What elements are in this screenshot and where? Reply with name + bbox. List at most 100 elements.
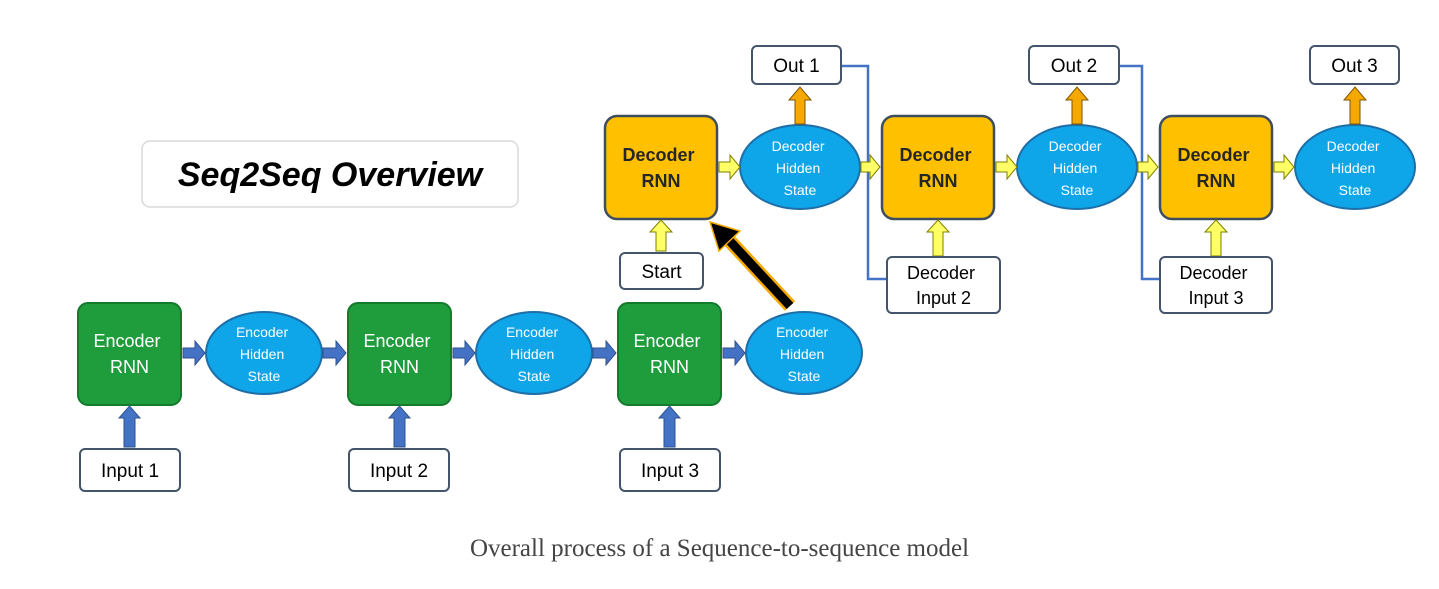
title-box — [141, 140, 519, 208]
output-box-3: Out 3 — [1309, 45, 1400, 85]
decoder-to-hidden-arrow — [1273, 153, 1295, 181]
start-up-arrow — [648, 219, 674, 252]
context-vector-arrow — [708, 220, 796, 311]
input-up-arrow — [387, 405, 412, 448]
encoder-hidden-state-2: Encoder Hidden State — [475, 311, 593, 395]
decoder-hidden-label: Decoder — [772, 138, 825, 154]
svg-text:Decoder RNN: Decoder RNN — [1177, 145, 1254, 191]
encoder-to-hidden-arrow — [182, 339, 206, 367]
encoder-rnn-label: Encoder — [363, 331, 430, 351]
hidden-to-decoder-arrow — [1137, 153, 1159, 181]
hidden-to-encoder-arrow — [592, 339, 617, 367]
decoder-input-arrows — [648, 219, 1229, 257]
encoder-rnn-2: Encoder RNN — [347, 302, 452, 406]
svg-text:Decoder Input 2: Decoder Input 2 — [907, 263, 980, 308]
decoder-input-label: Input 2 — [916, 288, 971, 308]
decoder-input-label: Input 3 — [1188, 288, 1243, 308]
diagram-title: Seq2Seq Overview — [178, 156, 485, 194]
svg-text:Encoder Hidden Sta: Encoder Hidden State — [506, 324, 562, 384]
decoder-rnn-label: RNN — [919, 171, 958, 191]
input-box-3: Input 3 — [619, 448, 721, 492]
output-up-arrow — [787, 86, 813, 125]
output-up-arrow — [1342, 86, 1368, 125]
input-up-arrow — [657, 405, 682, 448]
decoder-rnn-label: RNN — [642, 171, 681, 191]
input-label: Input 2 — [370, 461, 428, 482]
encoder-flow-arrows — [182, 339, 746, 367]
encoder-hidden-label: State — [248, 368, 281, 384]
decoder-input-box-2: Decoder Input 2 — [886, 256, 1001, 314]
decoder-input-label: Decoder — [1179, 263, 1247, 283]
output-arrows — [787, 86, 1368, 125]
input-box-2: Input 2 — [348, 448, 450, 492]
output-up-arrow — [1064, 86, 1090, 125]
svg-text:Decoder RNN: Decoder RNN — [899, 145, 976, 191]
start-label: Start — [641, 262, 682, 283]
svg-text:Encoder RNN: Encoder RNN — [363, 331, 435, 377]
output-box-1: Out 1 — [751, 45, 842, 85]
figure-caption: Overall process of a Sequence-to-sequenc… — [469, 535, 970, 562]
svg-text:Decoder Hidden Sta: Decoder Hidden State — [772, 138, 829, 198]
decoder-rnn-3: Decoder RNN — [1158, 114, 1274, 221]
decoder-hidden-label: State — [1061, 182, 1094, 198]
decoder-rnn-label: Decoder — [1177, 145, 1249, 165]
encoder-to-hidden-arrow — [452, 339, 476, 367]
encoder-hidden-label: Hidden — [510, 346, 554, 362]
svg-text:Decoder Hidden Sta: Decoder Hidden State — [1049, 138, 1106, 198]
decoder-input-up-arrow — [1203, 219, 1229, 257]
hidden-to-decoder-arrow — [860, 153, 881, 181]
decoder-hidden-label: State — [1339, 182, 1372, 198]
input-label: Input 3 — [641, 461, 699, 482]
encoder-hidden-state-3: Encoder Hidden State — [745, 311, 863, 395]
decoder-input-label: Decoder — [907, 263, 975, 283]
decoder-hidden-state-1: Decoder Hidden State — [739, 124, 861, 210]
encoder-rnn-label: RNN — [380, 357, 419, 377]
hidden-to-encoder-arrow — [322, 339, 347, 367]
encoder-rnn-label: Encoder — [93, 331, 160, 351]
output-label: Out 1 — [773, 56, 819, 77]
decoder-rnn-label: Decoder — [622, 145, 694, 165]
encoder-rnn-label: RNN — [650, 357, 689, 377]
decoder-to-hidden-arrow — [718, 153, 741, 181]
decoder-rnn-label: Decoder — [899, 145, 971, 165]
output-label: Out 2 — [1051, 56, 1097, 77]
decoder-hidden-state-2: Decoder Hidden State — [1016, 124, 1138, 210]
encoder-hidden-label: State — [788, 368, 821, 384]
svg-text:Encoder RNN: Encoder RNN — [633, 331, 705, 377]
output-box-2: Out 2 — [1028, 45, 1120, 85]
svg-text:Encoder Hidden Sta: Encoder Hidden State — [776, 324, 832, 384]
svg-text:Decoder RNN: Decoder RNN — [622, 145, 699, 191]
decoder-input-box-3: Decoder Input 3 — [1159, 256, 1273, 314]
encoder-hidden-label: Hidden — [240, 346, 284, 362]
decoder-rnn-label: RNN — [1197, 171, 1236, 191]
decoder-rnn-1: Decoder RNN — [603, 114, 719, 221]
encoder-rnn-3: Encoder RNN — [617, 302, 722, 406]
encoder-hidden-label: Encoder — [506, 324, 558, 340]
decoder-hidden-label: Hidden — [776, 160, 820, 176]
svg-text:Decoder Input 3: Decoder Input 3 — [1179, 263, 1252, 308]
input-up-arrow — [117, 405, 142, 448]
input-label: Input 1 — [101, 461, 159, 482]
decoder-hidden-label: Hidden — [1331, 160, 1375, 176]
decoder-hidden-label: Hidden — [1053, 160, 1097, 176]
input-box-1: Input 1 — [79, 448, 181, 492]
encoder-rnn-label: Encoder — [633, 331, 700, 351]
output-label: Out 3 — [1331, 56, 1377, 77]
svg-text:Decoder Hidden Sta: Decoder Hidden State — [1327, 138, 1384, 198]
decoder-rnn-2: Decoder RNN — [880, 114, 996, 221]
encoder-hidden-label: Hidden — [780, 346, 824, 362]
encoder-rnn-label: RNN — [110, 357, 149, 377]
encoder-input-arrows — [117, 405, 682, 448]
decoder-hidden-state-3: Decoder Hidden State — [1294, 124, 1416, 210]
decoder-hidden-label: Decoder — [1327, 138, 1380, 154]
decoder-flow-arrows — [718, 153, 1295, 181]
encoder-rnn-1: Encoder RNN — [77, 302, 182, 406]
start-box: Start — [619, 252, 704, 290]
encoder-hidden-state-1: Encoder Hidden State — [205, 311, 323, 395]
encoder-hidden-label: Encoder — [776, 324, 828, 340]
encoder-to-hidden-arrow — [722, 339, 746, 367]
encoder-hidden-label: Encoder — [236, 324, 288, 340]
decoder-input-up-arrow — [925, 219, 951, 257]
svg-text:Encoder RNN: Encoder RNN — [93, 331, 165, 377]
